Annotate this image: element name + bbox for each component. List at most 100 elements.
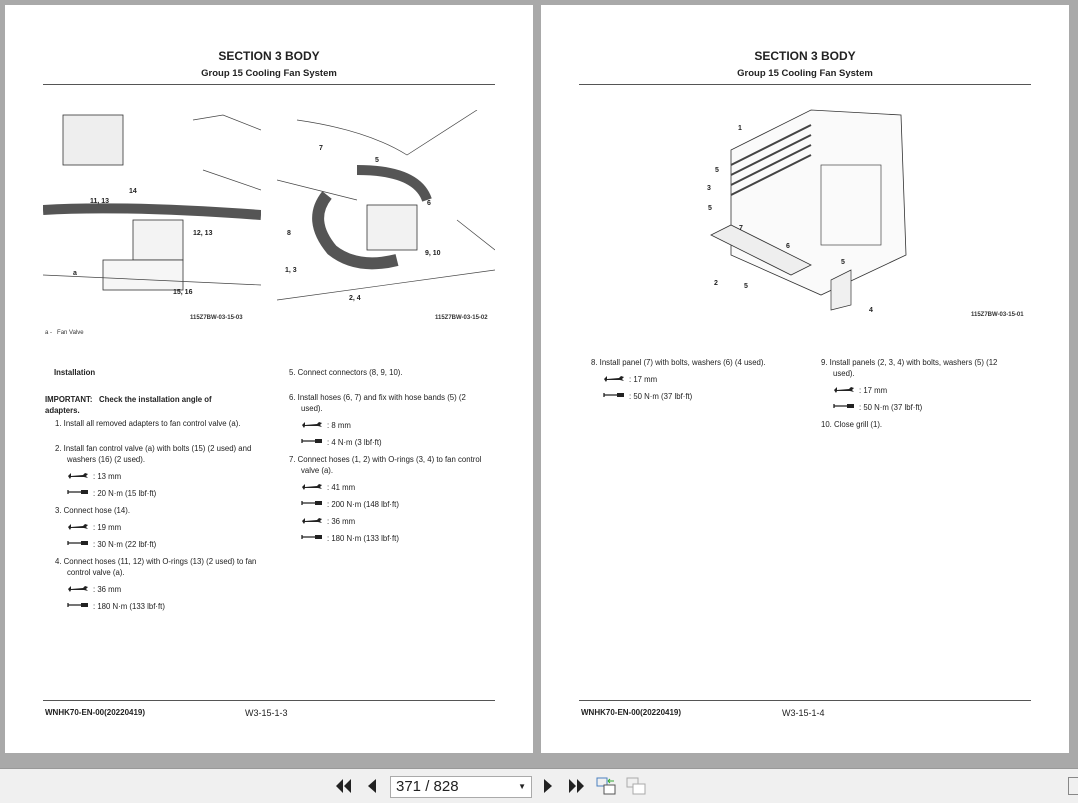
tool-value: : 180 N·m (133 lbf·ft) <box>93 602 165 611</box>
tool-spec: : 200 N·m (148 lbf·ft) <box>301 499 489 510</box>
figure-hoses: 7 5 6 8 9, 10 1, 3 2, 4 <box>277 110 495 310</box>
step-text: 4. Connect hoses (11, 12) with O-rings (… <box>55 557 257 577</box>
step-text: 8. Install panel (7) with bolts, washers… <box>591 358 766 367</box>
callout-label: 5 <box>715 167 719 174</box>
wrench-icon <box>301 420 323 431</box>
document-page-right: SECTION 3 BODY Group 15 Cooling Fan Syst… <box>541 5 1069 753</box>
tool-value: : 17 mm <box>629 375 658 384</box>
callout-label: 12, 13 <box>193 230 213 237</box>
step: 2. Install fan control valve (a) with bo… <box>55 443 260 499</box>
callout-label: 9, 10 <box>425 250 441 257</box>
chevron-down-icon[interactable]: ▼ <box>518 782 526 791</box>
callout-label: a <box>73 270 77 277</box>
torque-wrench-icon <box>67 539 89 550</box>
important-label: IMPORTANT: <box>45 395 93 404</box>
document-page-left: SECTION 3 BODY Group 15 Cooling Fan Syst… <box>5 5 533 753</box>
step: 7. Connect hoses (1, 2) with O-rings (3,… <box>289 454 489 544</box>
tool-value: : 41 mm <box>327 483 356 492</box>
figure-fan-valve: 11, 13 14 12, 13 a 15, 16 <box>43 110 261 310</box>
steps-column-1: 1. Install all removed adapters to fan c… <box>55 418 260 618</box>
tool-value: : 36 mm <box>93 585 122 594</box>
wrench-icon <box>67 471 89 482</box>
tool-spec: : 8 mm <box>301 420 489 431</box>
tool-spec: : 17 mm <box>603 374 791 385</box>
callout-label: 5 <box>841 259 845 266</box>
figure-code: 115Z7BW-03-15-03 <box>190 315 243 321</box>
figure-code: 115Z7BW-03-15-01 <box>971 312 1024 318</box>
step: 5. Connect connectors (8, 9, 10). <box>289 367 489 378</box>
tool-value: : 20 N·m (15 lbf·ft) <box>93 489 157 498</box>
steps-column-2: 5. Connect connectors (8, 9, 10). 6. Inst… <box>289 367 489 550</box>
torque-wrench-icon <box>301 533 323 544</box>
wrench-icon <box>67 584 89 595</box>
torque-wrench-icon <box>67 488 89 499</box>
step: 4. Connect hoses (11, 12) with O-rings (… <box>55 556 260 612</box>
tool-spec: : 19 mm <box>67 522 260 533</box>
wrench-icon <box>833 385 855 396</box>
legend: a - Fan Valve <box>45 330 84 336</box>
step-text: 2. Install fan control valve (a) with bo… <box>55 444 252 464</box>
step-text: 7. Connect hoses (1, 2) with O-rings (3,… <box>289 455 482 475</box>
callout-label: 5 <box>375 157 379 164</box>
legend-text: Fan Valve <box>57 330 84 336</box>
wrench-icon <box>301 482 323 493</box>
wrench-icon <box>301 516 323 527</box>
figure-code: 115Z7BW-03-15-02 <box>435 315 488 321</box>
callout-label: 1, 3 <box>285 267 297 274</box>
tool-value: : 8 mm <box>327 421 351 430</box>
tool-spec: : 50 N·m (37 lbf·ft) <box>833 402 1021 413</box>
tool-spec: : 180 N·m (133 lbf·ft) <box>301 533 489 544</box>
two-page-view-icon[interactable] <box>626 777 646 795</box>
torque-wrench-icon <box>301 499 323 510</box>
footer-rule <box>579 700 1031 701</box>
tool-value: : 180 N·m (133 lbf·ft) <box>327 534 399 543</box>
callout-label: 7 <box>319 145 323 152</box>
next-page-icon[interactable] <box>538 777 558 795</box>
callout-label: 15, 16 <box>173 289 193 296</box>
tool-value: : 200 N·m (148 lbf·ft) <box>327 500 399 509</box>
torque-wrench-icon <box>833 402 855 413</box>
first-page-icon[interactable] <box>334 777 354 795</box>
tool-value: : 50 N·m (37 lbf·ft) <box>859 403 923 412</box>
group-title: Group 15 Cooling Fan System <box>737 68 873 79</box>
last-page-icon[interactable] <box>566 777 586 795</box>
page-selector[interactable]: 371 / 828▼ <box>390 776 532 798</box>
callout-label: 3 <box>707 185 711 192</box>
header-rule <box>579 84 1031 85</box>
page-number: W3-15-1-4 <box>782 708 825 718</box>
tool-spec: : 4 N·m (3 lbf·ft) <box>301 437 489 448</box>
figure-grill-panels: 1 5 3 5 7 6 2 5 5 4 <box>701 105 911 320</box>
section-title: SECTION 3 BODY <box>218 49 320 63</box>
legend-key: a - <box>45 330 53 336</box>
step-text: 3. Connect hose (14). <box>55 506 130 515</box>
torque-wrench-icon <box>603 391 625 402</box>
tool-spec: : 36 mm <box>67 584 260 595</box>
callout-label: 11, 13 <box>90 198 110 205</box>
tool-value: : 50 N·m (37 lbf·ft) <box>629 392 693 401</box>
callout-label: 7 <box>739 225 743 232</box>
torque-wrench-icon <box>67 601 89 612</box>
fan-valve-drawing <box>43 114 261 291</box>
steps-column-2: 9. Install panels (2, 3, 4) with bolts, … <box>821 357 1021 444</box>
tool-value: : 30 N·m (22 lbf·ft) <box>93 540 157 549</box>
sidebar-toggle[interactable] <box>1068 777 1078 795</box>
callout-label: 14 <box>129 188 137 195</box>
tool-spec: : 13 mm <box>67 471 260 482</box>
important-text: Check the installation angle of adapters… <box>45 395 212 415</box>
step: 8. Install panel (7) with bolts, washers… <box>591 357 791 402</box>
footer-rule <box>43 700 495 701</box>
step: 6. Install hoses (6, 7) and fix with hos… <box>289 392 489 448</box>
tool-spec: : 17 mm <box>833 385 1021 396</box>
tool-spec: : 180 N·m (133 lbf·ft) <box>67 601 260 612</box>
tool-spec: : 50 N·m (37 lbf·ft) <box>603 391 791 402</box>
tool-value: : 36 mm <box>327 517 356 526</box>
important-note: IMPORTANT: Check the installation angle … <box>45 394 245 416</box>
tool-spec: : 20 N·m (15 lbf·ft) <box>67 488 260 499</box>
callout-label: 8 <box>287 230 291 237</box>
single-page-view-icon[interactable] <box>596 777 616 795</box>
step-text: 5. Connect connectors (8, 9, 10). <box>289 368 403 377</box>
header-rule <box>43 84 495 85</box>
step-text: 9. Install panels (2, 3, 4) with bolts, … <box>821 358 998 378</box>
step-text: 10. Close grill (1). <box>821 420 883 429</box>
prev-page-icon[interactable] <box>362 777 382 795</box>
